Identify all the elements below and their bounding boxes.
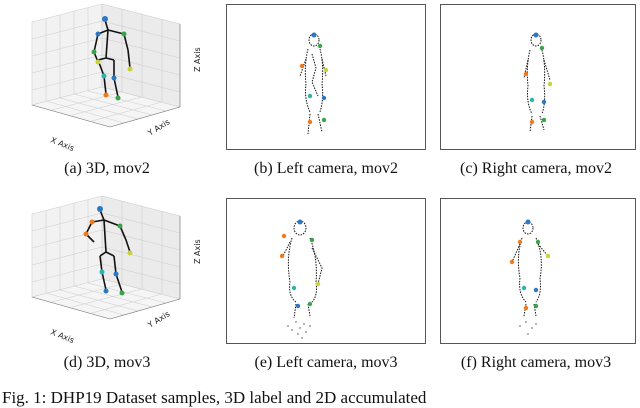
- event-image-c: [440, 4, 636, 150]
- event-image-f: [440, 198, 636, 344]
- event-joints-f: [509, 219, 551, 311]
- panel-b-event-frame: [226, 4, 426, 150]
- caption-a: (a) 3D, mov2: [64, 160, 150, 177]
- joints-a: [91, 16, 133, 101]
- x-axis-label-d: X Axis: [49, 328, 75, 346]
- caption-d: (d) 3D, mov3: [63, 354, 151, 371]
- 3d-skeleton-plot-a: X Axis Y Axis Z Axis: [30, 3, 202, 154]
- panel-c-event-frame: [440, 4, 636, 150]
- panel-e-event-frame: [226, 198, 426, 344]
- event-image-e: [226, 198, 426, 344]
- event-silhouette-b: [299, 33, 327, 135]
- event-silhouette-f: [511, 221, 549, 317]
- panel-a-3d-plot: X Axis Y Axis Z Axis: [2, 2, 212, 154]
- event-noise-f: [519, 321, 537, 335]
- caption-f: (f) Right camera, mov3: [460, 354, 612, 371]
- event-joints-c: [523, 32, 553, 125]
- event-image-b: [226, 4, 426, 150]
- caption-b: (b) Left camera, mov2: [254, 160, 398, 177]
- caption-e: (e) Left camera, mov3: [254, 354, 398, 371]
- x-axis-label-a: X Axis: [49, 136, 75, 154]
- event-noise-e: [287, 321, 311, 339]
- caption-c: (c) Right camera, mov2: [460, 160, 612, 177]
- z-axis-label-a: Z Axis: [193, 47, 202, 72]
- 3d-skeleton-plot-d: X Axis Y Axis Z Axis: [30, 195, 202, 346]
- joints-d: [83, 206, 133, 296]
- panel-f-event-frame: [440, 198, 636, 344]
- z-axis-label-d: Z Axis: [193, 239, 202, 264]
- y-axis-label-d: Y Axis: [145, 309, 171, 330]
- skeleton-a: [93, 19, 131, 98]
- figure-caption: Fig. 1: DHP19 Dataset samples, 3D label …: [2, 388, 427, 407]
- y-axis-label-a: Y Axis: [145, 117, 171, 138]
- panel-d-3d-plot: X Axis Y Axis Z Axis: [2, 194, 212, 346]
- event-joints-b: [299, 32, 329, 125]
- event-joints-e: [279, 219, 321, 309]
- axes-grid-d: [30, 195, 182, 320]
